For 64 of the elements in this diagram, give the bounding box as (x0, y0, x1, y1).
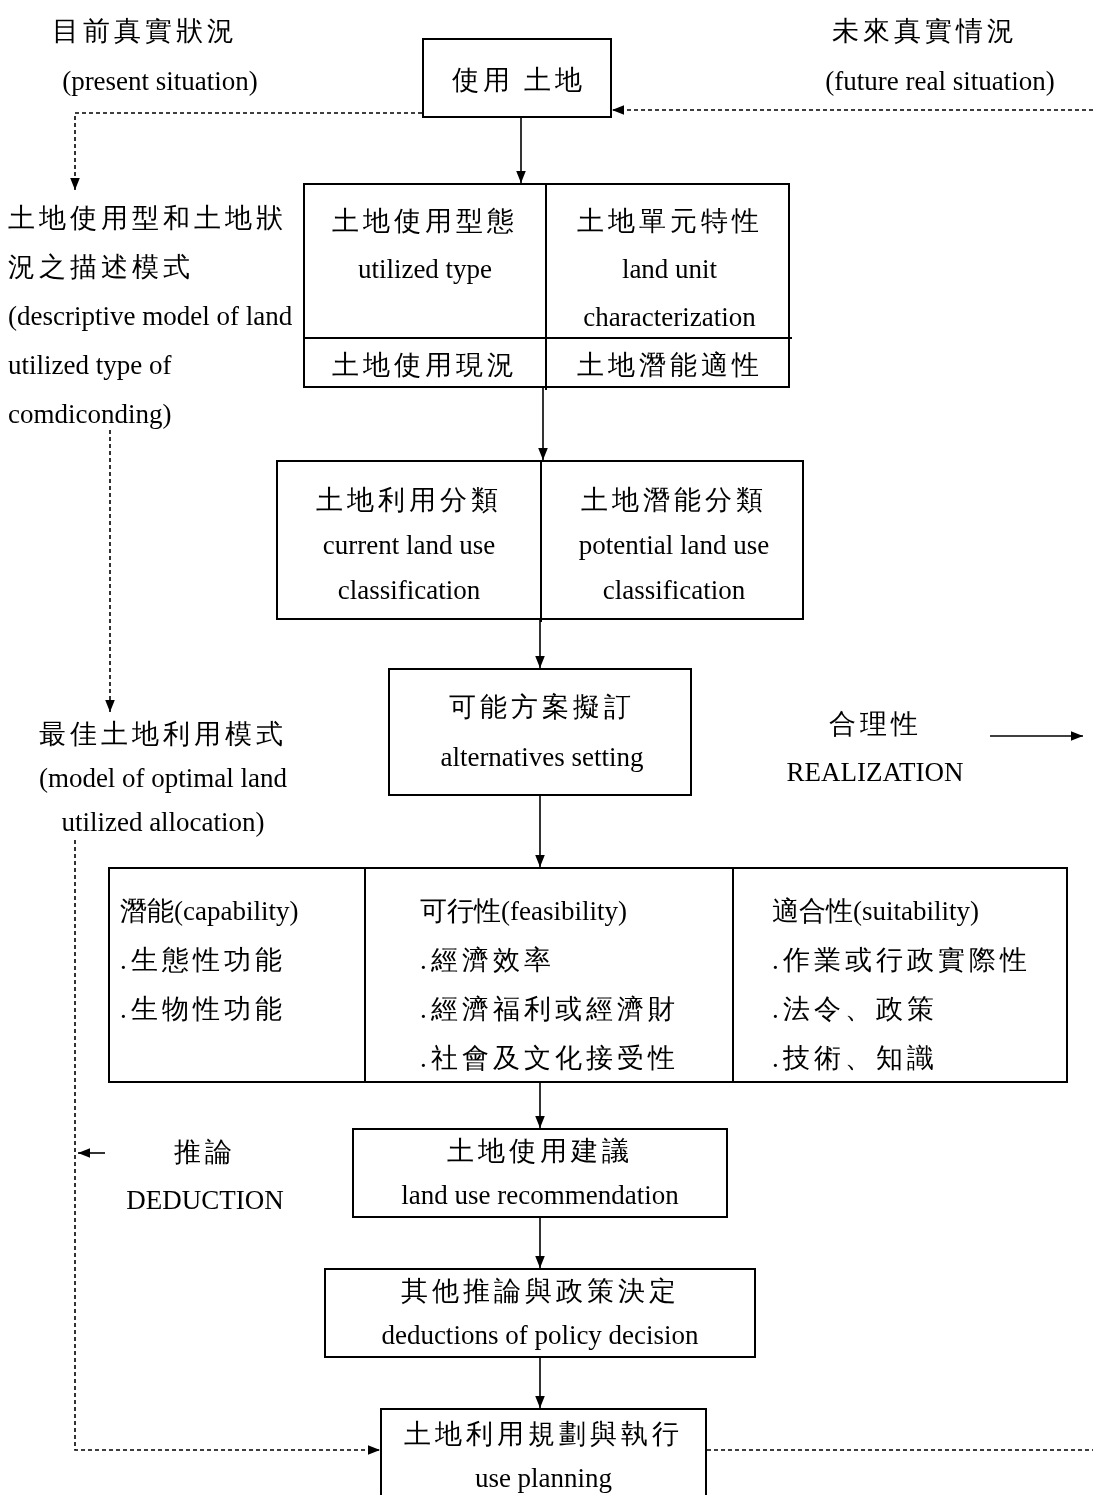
box-label: .生態性功能 (120, 944, 286, 977)
text-label: (model of optimal land utilized allocation) (37, 762, 289, 839)
box-label: 土地使用建議 (447, 1135, 633, 1168)
box-label: .生物性功能 (120, 993, 286, 1026)
table-box (303, 183, 790, 388)
text-label: 最佳土地利用模式 (39, 718, 287, 751)
text-label: 推論 (174, 1136, 236, 1169)
process-box (380, 1408, 707, 1495)
box-label: 使用 土地 (451, 64, 587, 97)
table-box (276, 460, 804, 620)
box-label: 土地單元特性 (576, 205, 763, 238)
box-label: 土地潛能分類 (581, 484, 767, 517)
arrow (77, 1148, 106, 1158)
dashed-arrow (70, 112, 423, 191)
text-label: (descriptive model of land utilized type of comdiconding) (8, 300, 294, 431)
dashed-arrow (105, 429, 115, 713)
dashed-arrow (611, 105, 1093, 115)
table-box (108, 867, 1068, 1083)
box-label: 潛能(capability) (120, 895, 299, 928)
arrow (535, 795, 545, 868)
box-label: deductions of policy decision (381, 1319, 699, 1352)
box-label: utilized type (357, 253, 493, 286)
box-label: .經濟效率 (420, 944, 555, 977)
box-label: use planning (474, 1462, 613, 1495)
box-label: land use recommendation (401, 1179, 679, 1212)
arrow (535, 1082, 545, 1129)
process-box (352, 1128, 728, 1218)
box-label: current land use classification (321, 529, 497, 607)
text-label: (future real situation) (824, 65, 1056, 98)
dashed-arrow (74, 839, 381, 1455)
text-label: REALIZATION (786, 756, 964, 789)
box-label: .經濟福利或經濟財 (420, 993, 679, 1026)
process-box (388, 668, 692, 796)
box-label: 土地利用規劃與執行 (404, 1418, 683, 1451)
arrow (538, 387, 548, 461)
box-label: 其他推論與政策決定 (400, 1275, 680, 1308)
text-label: 目前真實狀況 (51, 15, 239, 48)
arrow (516, 117, 526, 184)
box-label: 土地使用型態 (332, 205, 518, 238)
arrow (535, 619, 545, 669)
box-label: 土地潛能適性 (576, 348, 763, 382)
text-label: DEDUCTION (126, 1184, 284, 1217)
box-label: potential land use classification (577, 529, 771, 607)
process-box (324, 1268, 756, 1358)
dashed-line (706, 1449, 1093, 1451)
text-label: 合理性 (828, 708, 922, 741)
box-label: .社會及文化接受性 (420, 1042, 679, 1075)
text-label: 未來真實情況 (831, 15, 1019, 48)
text-label: (present situation) (61, 65, 259, 98)
box-label: alternatives setting (440, 741, 644, 774)
box-label: 土地使用現況 (332, 348, 518, 382)
box-label: .法令、政策 (772, 993, 938, 1026)
box-label: 可能方案擬訂 (449, 691, 635, 724)
process-box (422, 38, 612, 118)
box-label: .技術、知識 (772, 1042, 938, 1075)
arrow (989, 731, 1084, 741)
box-label: land unit characterization (582, 253, 757, 334)
box-label: 可行性(feasibility) (420, 895, 627, 928)
box-label: .作業或行政實際性 (772, 944, 1031, 977)
text-label: 土地使用型和土地狀況之描述模式 (8, 202, 288, 284)
arrow (535, 1357, 545, 1409)
arrow (535, 1217, 545, 1269)
box-label: 土地利用分類 (316, 484, 502, 517)
box-label: 適合性(suitability) (772, 895, 979, 928)
